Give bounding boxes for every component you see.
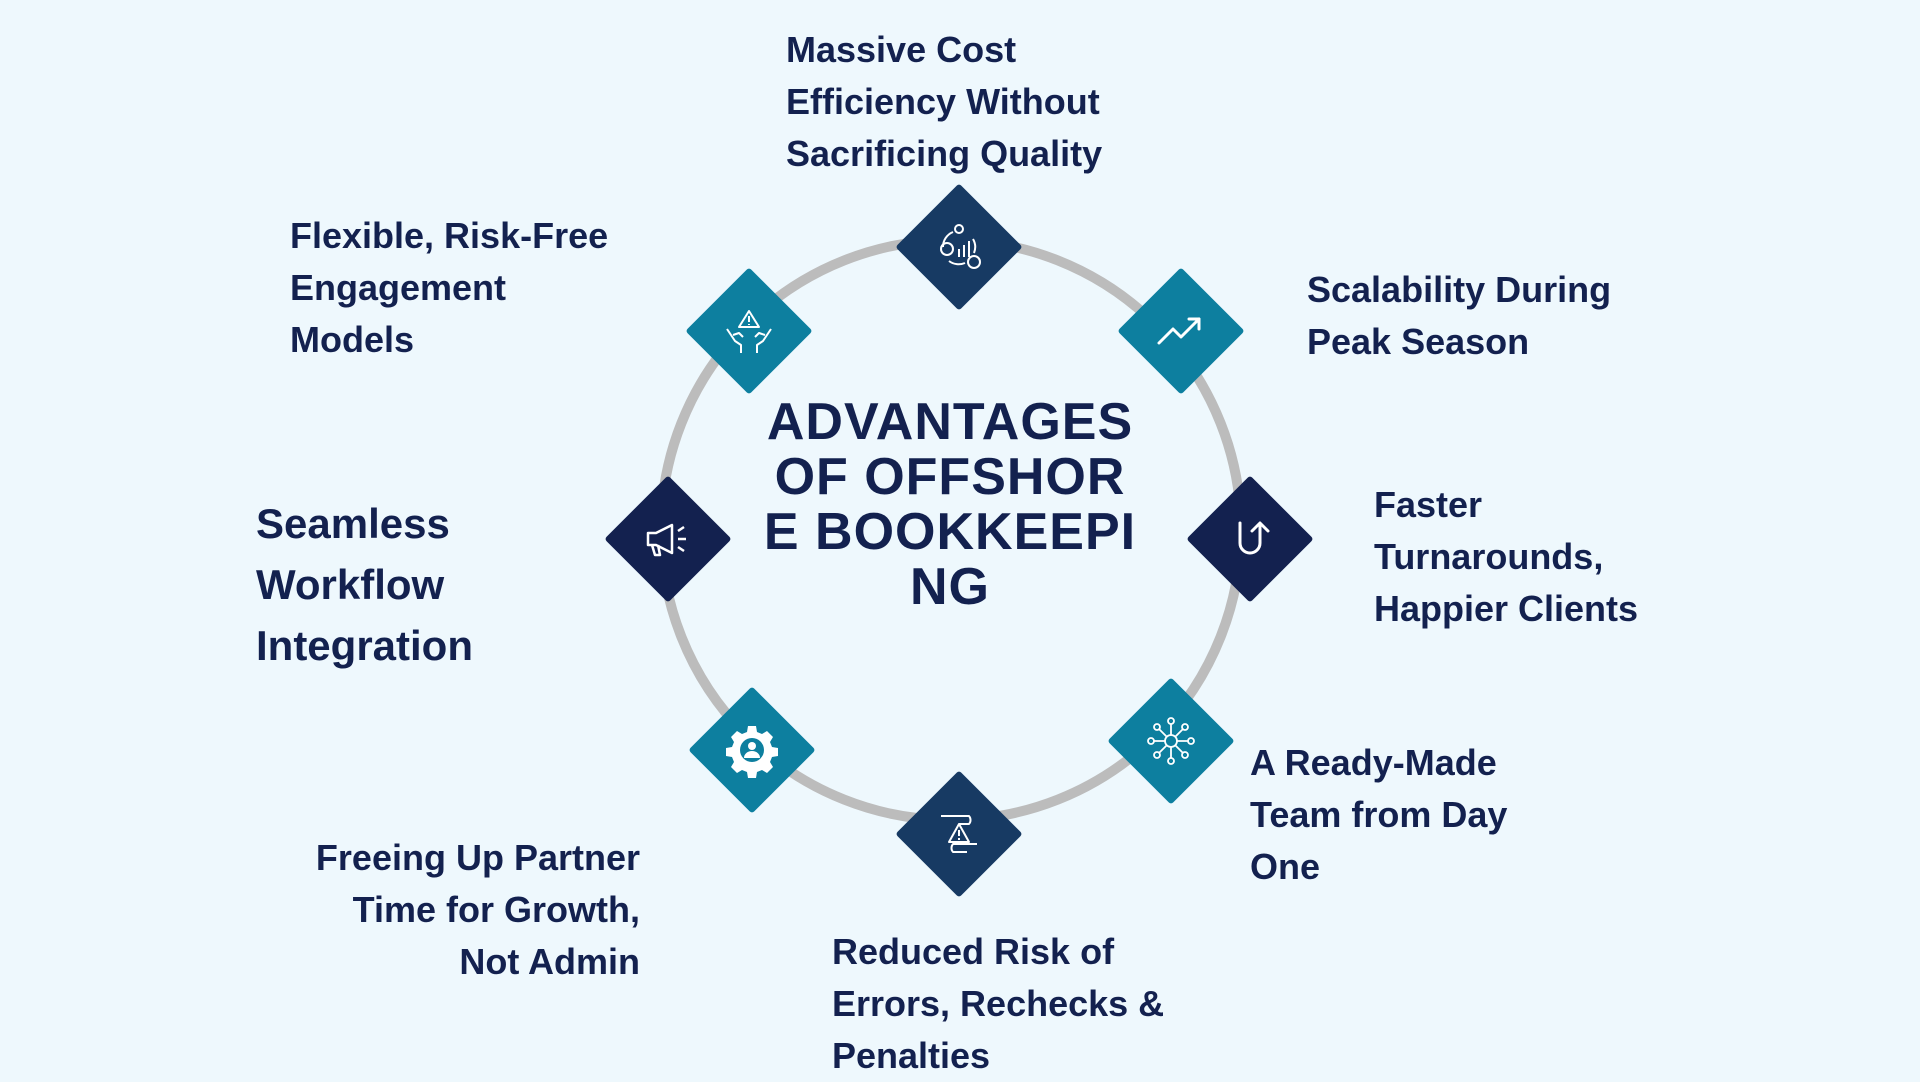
- u-turn-arrow-icon: [1238, 521, 1270, 555]
- node-workflow: [602, 473, 734, 605]
- node-scalability: [1115, 265, 1247, 397]
- node-engagement: [683, 265, 815, 397]
- label-ready-team: A Ready-Made Team from Day One: [1250, 742, 1508, 887]
- megaphone-icon: [646, 523, 686, 557]
- node-cost-efficiency: [893, 181, 1025, 313]
- label-cost-efficiency: Massive Cost Efficiency Without Sacrific…: [786, 29, 1103, 174]
- label-partner-time: Freeing Up Partner Time for Growth, Not …: [315, 837, 640, 982]
- label-scalability: Scalability During Peak Season: [1307, 269, 1612, 362]
- node-partner-time: [686, 684, 818, 816]
- node-turnarounds: [1184, 473, 1316, 605]
- risk-warning-hand-icon: [941, 815, 977, 853]
- node-reduced-risk: [893, 768, 1025, 900]
- label-turnarounds: Faster Turnarounds, Happier Clients: [1374, 484, 1639, 629]
- cost-efficiency-icon: [940, 224, 981, 269]
- gear-user-icon: [726, 726, 778, 778]
- team-network-icon: [1147, 717, 1195, 765]
- node-ready-team: [1105, 675, 1237, 807]
- diagram-title: ADVANTAGES OF OFFSHORE BOOKKEEPING: [763, 393, 1137, 616]
- label-engagement: Flexible, Risk-Free Engagement Models: [290, 215, 609, 360]
- label-workflow: Seamless Workflow Integration: [256, 500, 473, 669]
- hands-warning-icon: [726, 310, 772, 353]
- trend-up-icon: [1157, 317, 1201, 345]
- label-reduced-risk: Reduced Risk of Errors, Rechecks & Penal…: [832, 931, 1165, 1076]
